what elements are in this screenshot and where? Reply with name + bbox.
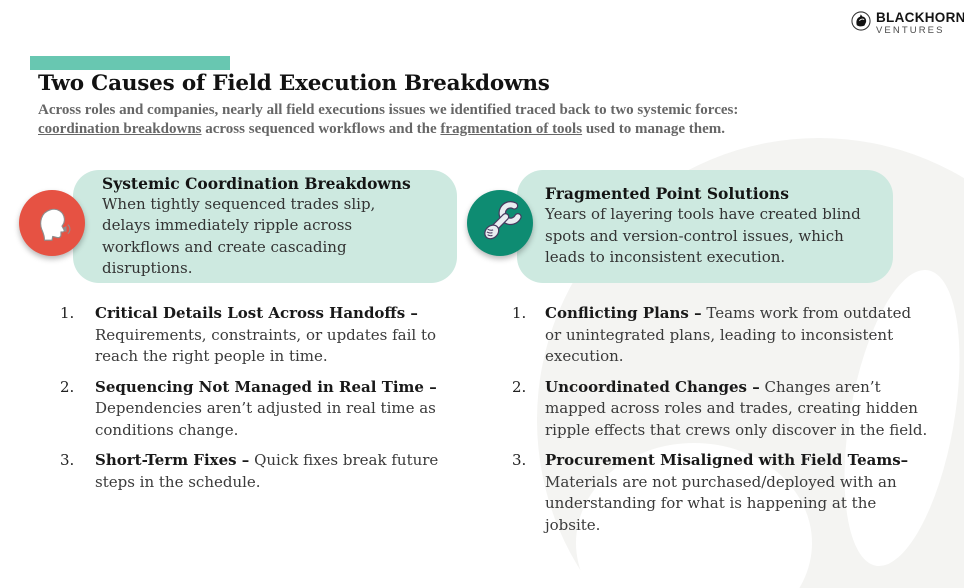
subtitle-text: Across roles and companies, nearly all f… xyxy=(38,102,739,118)
list-item-lead: Conflicting Plans – xyxy=(545,304,702,322)
list-item: 2. Uncoordinated Changes – Changes aren’t… xyxy=(498,377,938,442)
wrench-hand-glyph xyxy=(484,201,522,240)
list-item-lead: Uncoordinated Changes – xyxy=(545,377,760,396)
list-item-number: 3. xyxy=(60,451,75,469)
talking-head-glyph xyxy=(40,208,71,241)
brand-subname: VENTURES xyxy=(876,25,945,36)
list-item-description: Quick fixes break future steps in the sc… xyxy=(95,451,439,491)
list-item: 3. Short-Term Fixes – Quick fixes break f… xyxy=(46,450,474,493)
list-item-text: Procurement Misaligned with Field Teams–… xyxy=(545,450,932,536)
subtitle-line: Across roles and companies, nearly all f… xyxy=(38,101,738,120)
brand-logo: BLACKHORN VENTURES xyxy=(851,11,964,36)
list-item-lead: Sequencing Not Managed in Real Time – xyxy=(95,377,437,396)
subtitle-underlined-phrase: fragmentation of tools xyxy=(440,120,583,137)
list-item-text: Sequencing Not Managed in Real Time – De… xyxy=(95,377,470,442)
brand-name: BLACKHORN xyxy=(876,10,964,25)
card-fragmented-solutions: Fragmented Point Solutions Years of laye… xyxy=(517,170,893,283)
list-item-text: Short-Term Fixes – Quick fixes break fut… xyxy=(95,450,470,493)
list-item-lead: Short-Term Fixes – xyxy=(95,451,250,469)
list-item-number: 3. xyxy=(512,451,527,469)
list-item: 3. Procurement Misaligned with Field Team… xyxy=(498,450,938,536)
list-item-number: 2. xyxy=(512,377,527,396)
card-coordination-breakdowns: Systemic Coordination Breakdowns When ti… xyxy=(73,170,457,283)
list-item-number: 1. xyxy=(512,304,527,322)
brand-text: BLACKHORN VENTURES xyxy=(876,11,964,36)
list-item: 1. Conflicting Plans – Teams work from ou… xyxy=(498,303,938,368)
page-title: Two Causes of Field Execution Breakdowns xyxy=(38,71,550,96)
subtitle-underlined-phrase: coordination breakdowns xyxy=(38,120,202,137)
horse-head-icon xyxy=(851,11,871,31)
list-item: 2. Sequencing Not Managed in Real Time – … xyxy=(46,377,474,442)
card-body: When tightly sequenced trades slip, dela… xyxy=(102,194,376,278)
card-title: Systemic Coordination Breakdowns xyxy=(102,173,411,193)
list-item: 1. Critical Details Lost Across Handoffs … xyxy=(46,303,474,368)
subtitle-text: used to manage them. xyxy=(582,120,725,137)
talking-head-icon xyxy=(19,190,85,256)
subtitle-line: coordination breakdowns across sequenced… xyxy=(38,120,738,139)
slide-subtitle: Across roles and companies, nearly all f… xyxy=(38,101,738,138)
list-item-lead: Procurement Misaligned with Field Teams– xyxy=(545,451,909,469)
breakdown-list-right: 1. Conflicting Plans – Teams work from ou… xyxy=(498,303,938,545)
list-item-text: Uncoordinated Changes – Changes aren’t m… xyxy=(545,377,932,442)
list-item-text: Critical Details Lost Across Handoffs – … xyxy=(95,303,470,368)
list-item-description: Requirements, constraints, or updates fa… xyxy=(95,325,437,366)
list-item-number: 2. xyxy=(60,377,75,396)
list-item-description: Dependencies aren’t adjusted in real tim… xyxy=(95,399,436,439)
card-title: Fragmented Point Solutions xyxy=(545,184,789,204)
list-item-lead: Critical Details Lost Across Handoffs – xyxy=(95,304,418,322)
breakdown-list-left: 1. Critical Details Lost Across Handoffs … xyxy=(46,303,474,502)
list-item-number: 1. xyxy=(60,304,75,322)
list-item-text: Conflicting Plans – Teams work from outd… xyxy=(545,303,932,368)
card-body: Years of layering tools have created bli… xyxy=(545,205,861,267)
subtitle-text: across sequenced workflows and the xyxy=(201,120,441,137)
wrench-hand-icon xyxy=(467,190,533,256)
accent-bar xyxy=(30,56,230,70)
list-item-description: Materials are not purchased/deployed wit… xyxy=(545,472,897,534)
